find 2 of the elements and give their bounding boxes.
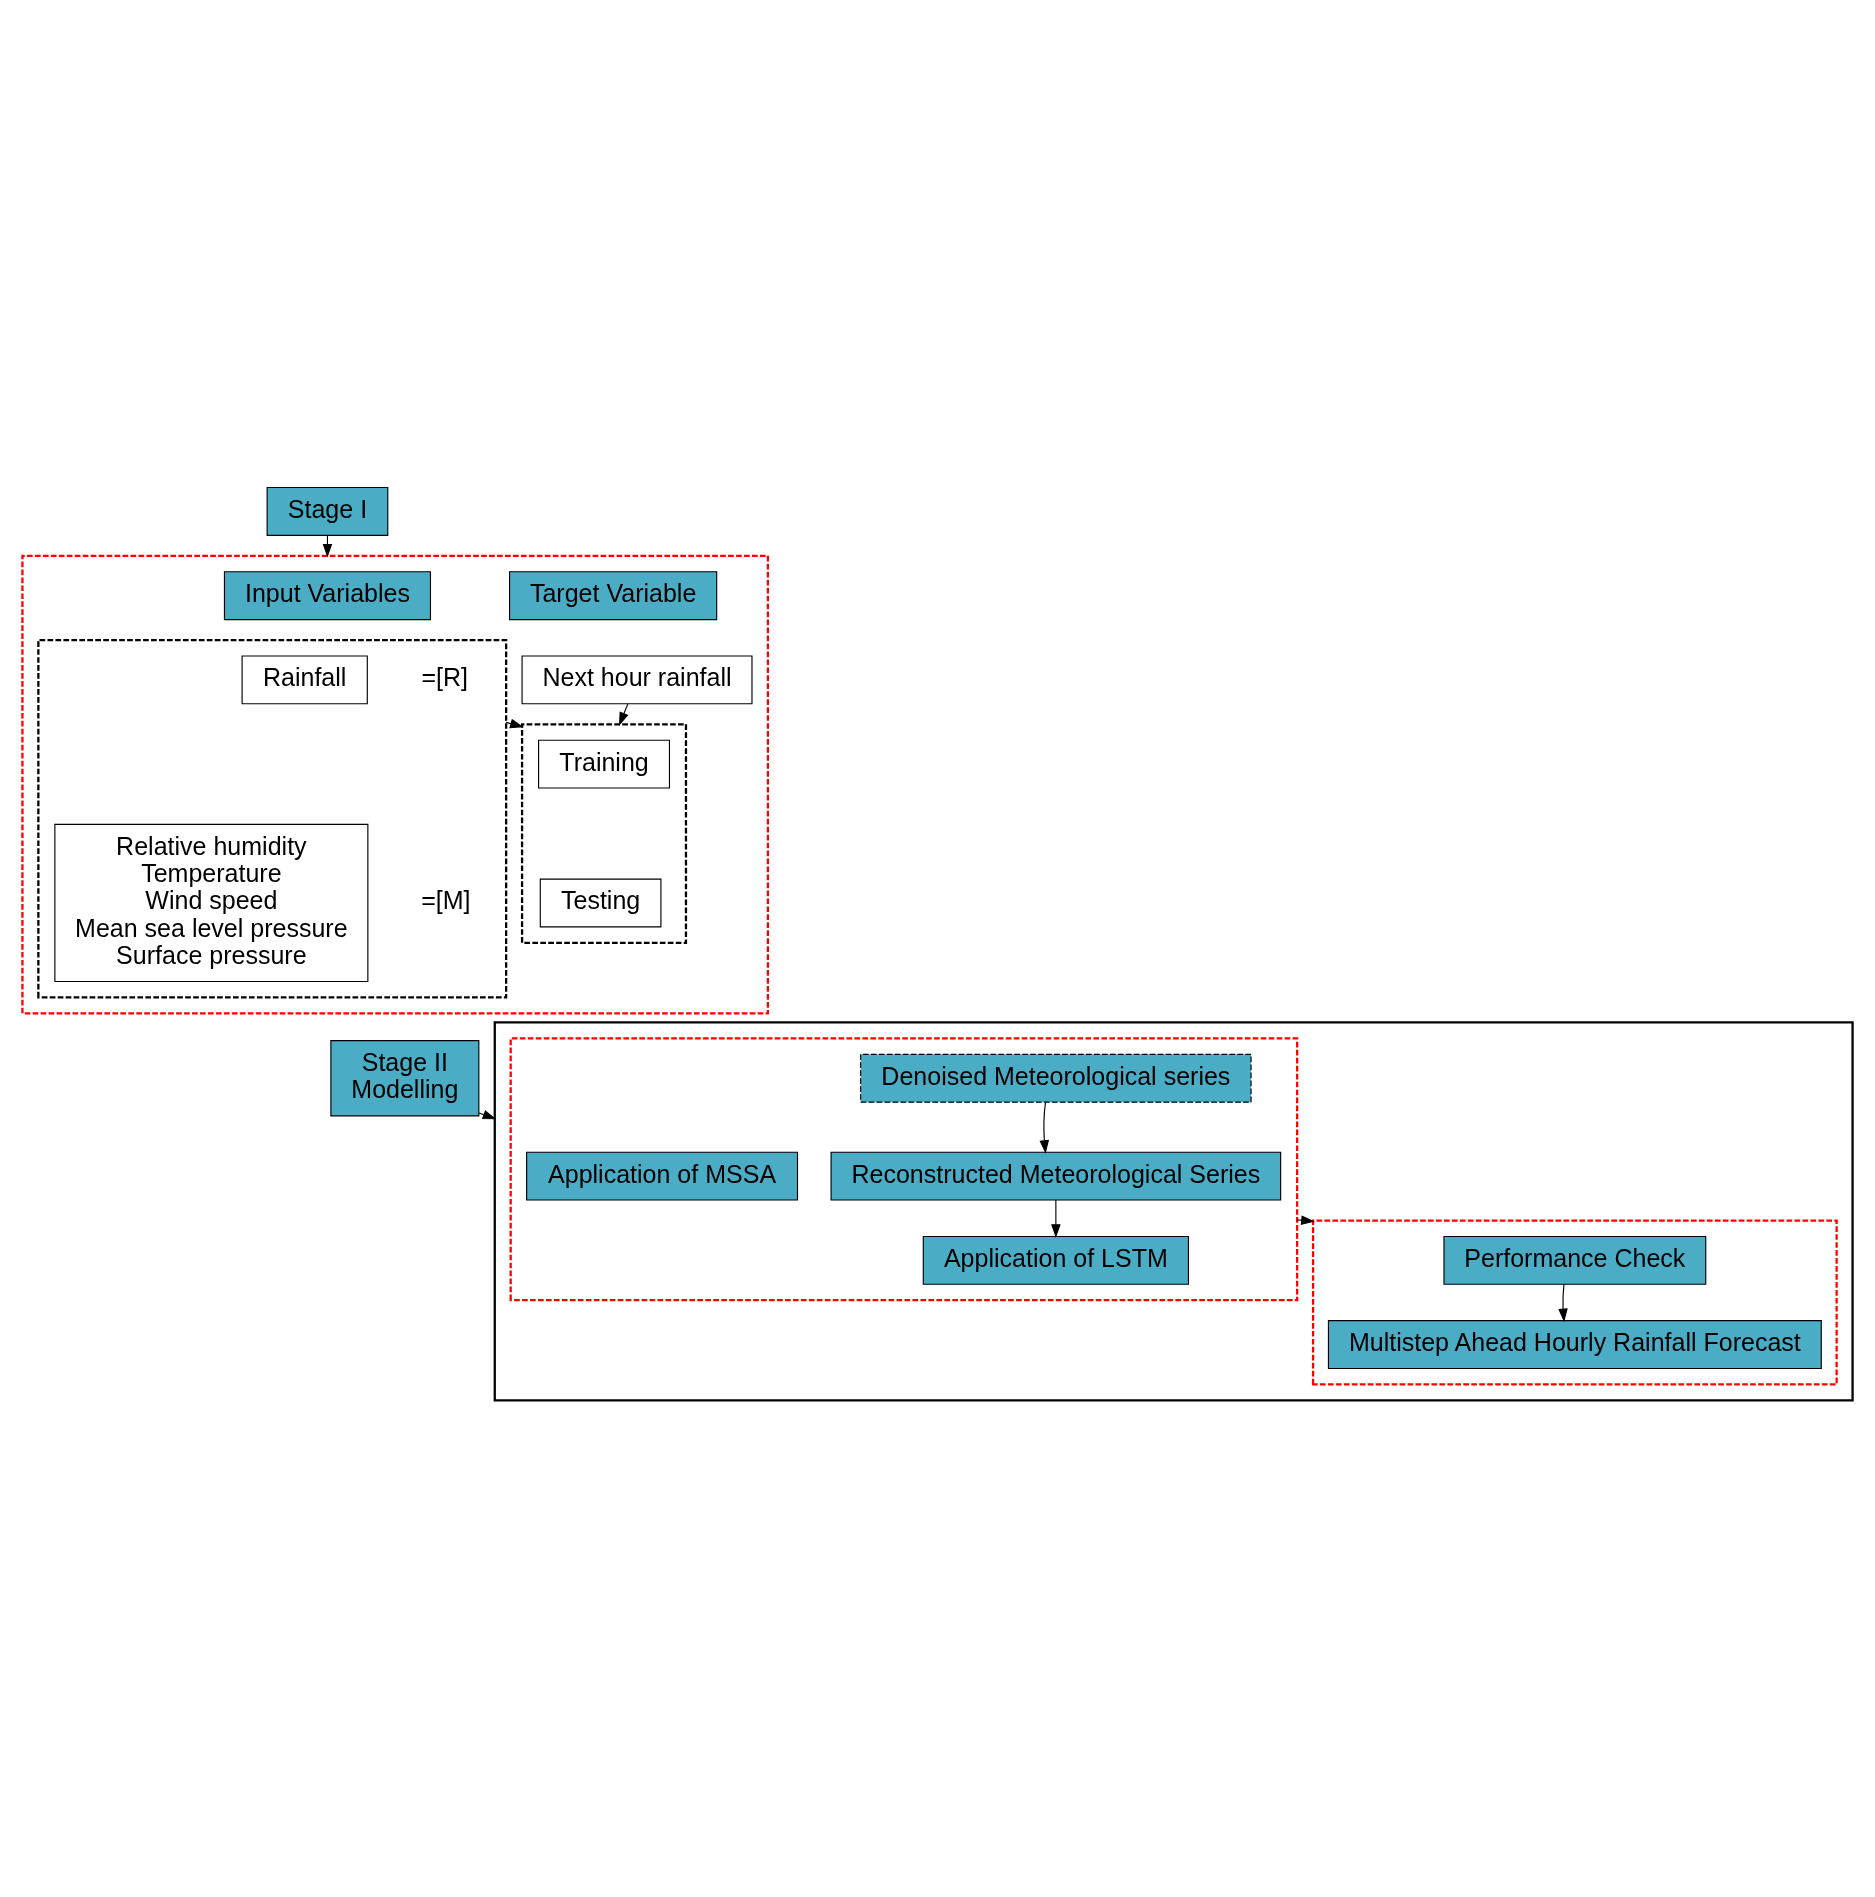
node-label: =[M] <box>421 886 471 915</box>
node-label: =[R] <box>421 663 468 692</box>
